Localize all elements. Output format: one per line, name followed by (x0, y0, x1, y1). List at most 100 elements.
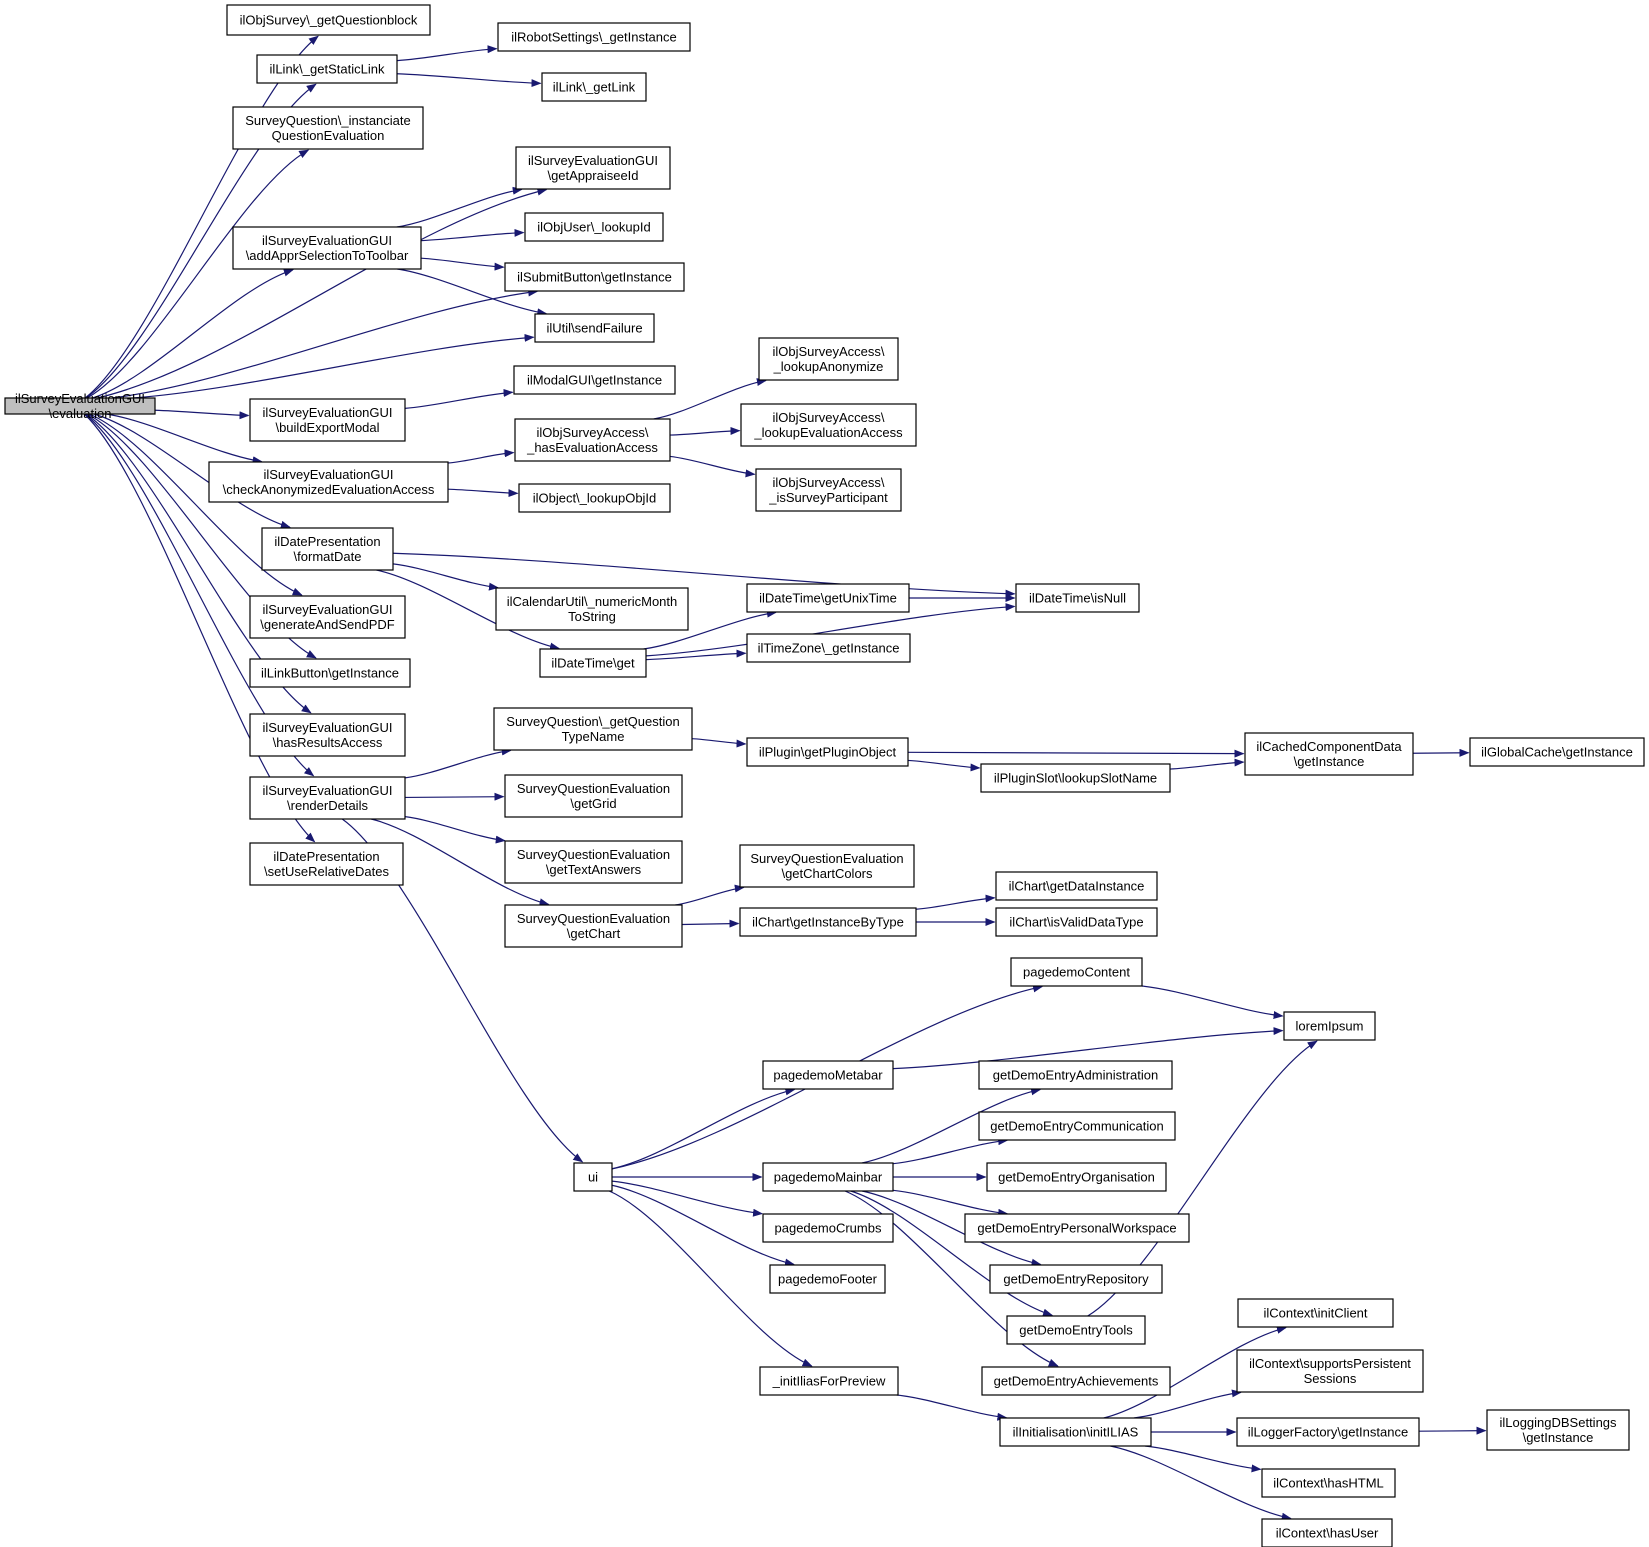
graph-node[interactable]: SurveyQuestionEvaluation\getChartColors (739, 844, 915, 888)
graph-node[interactable]: ilLoggingDBSettings\getInstance (1486, 1409, 1630, 1451)
graph-node[interactable]: ilUtil\sendFailure (534, 313, 655, 343)
graph-node[interactable]: pagedemoFooter (769, 1264, 886, 1294)
node-box (964, 1213, 1190, 1243)
graph-node[interactable]: ilChart\getInstanceByType (739, 907, 917, 937)
graph-node[interactable]: pagedemoContent (1010, 957, 1143, 987)
node-label: ilObjSurveyAccess\ (537, 425, 649, 440)
graph-node[interactable]: getDemoEntryAchievements (981, 1366, 1171, 1396)
node-label: SurveyQuestionEvaluation (750, 851, 903, 866)
node-label: ilLoggingDBSettings (1499, 1415, 1617, 1430)
graph-node[interactable]: pagedemoMetabar (762, 1060, 894, 1090)
edge-n47-n52 (611, 1184, 795, 1267)
graph-node[interactable]: ilLinkButton\getInstance (249, 658, 411, 688)
graph-node[interactable]: ilSurveyEvaluationGUI\renderDetails (249, 776, 406, 820)
graph-node[interactable]: ilCachedComponentData\getInstance (1244, 732, 1414, 776)
edge-n30-n32 (907, 759, 981, 772)
graph-node[interactable]: ilLink\_getStaticLink (256, 54, 398, 84)
graph-node[interactable]: ilPluginSlot\lookupSlotName (980, 763, 1171, 793)
graph-node[interactable]: pagedemoMainbar (762, 1162, 894, 1192)
node-box (504, 262, 685, 292)
graph-node[interactable]: ilLoggerFactory\getInstance (1236, 1417, 1420, 1447)
node-box (755, 468, 902, 512)
graph-node[interactable]: ilDateTime\getUnixTime (746, 583, 910, 613)
graph-node[interactable]: ilSurveyEvaluationGUI\hasResultsAccess (249, 713, 406, 757)
node-label: ilUtil\sendFailure (546, 321, 642, 336)
graph-node[interactable]: ilSurveyEvaluationGUI\addApprSelectionTo… (232, 226, 422, 270)
graph-node[interactable]: _initIliasForPreview (759, 1366, 899, 1396)
graph-node[interactable]: ilRobotSettings\_getInstance (497, 22, 691, 52)
node-label: SurveyQuestionEvaluation (517, 847, 670, 862)
graph-node[interactable]: ilContext\hasUser (1261, 1518, 1393, 1547)
graph-node[interactable]: ui (573, 1162, 613, 1192)
node-label: \getInstance (1523, 1430, 1594, 1445)
graph-node[interactable]: ilSurveyEvaluationGUI\generateAndSendPDF (249, 595, 406, 639)
graph-node[interactable]: ilObjSurveyAccess\_lookupAnonymize (758, 337, 899, 381)
graph-node[interactable]: SurveyQuestion\_instanciateQuestionEvalu… (232, 106, 424, 150)
graph-node[interactable]: ilContext\hasHTML (1261, 1468, 1396, 1498)
node-label: ilSubmitButton\getInstance (517, 270, 672, 285)
graph-node[interactable]: ilChart\getDataInstance (995, 871, 1158, 901)
graph-node[interactable]: ilSurveyEvaluationGUI\buildExportModal (249, 398, 406, 442)
node-label: getDemoEntryAdministration (993, 1068, 1158, 1083)
graph-node[interactable]: pagedemoCrumbs (762, 1213, 894, 1243)
edge-n48-n51 (892, 1189, 1009, 1217)
node-label: ilSurveyEvaluationGUI (263, 467, 393, 482)
node-label: TypeName (562, 729, 625, 744)
graph-node[interactable]: ilObjSurveyAccess\_isSurveyParticipant (755, 468, 902, 512)
node-label: ilSurveyEvaluationGUI (262, 405, 392, 420)
node-box (497, 22, 691, 52)
graph-node[interactable]: ilSurveyEvaluationGUI\getAppraiseeId (515, 146, 671, 190)
edge-n39-n37 (675, 884, 745, 906)
node-box (769, 1264, 886, 1294)
graph-node[interactable]: ilChart\isValidDataType (995, 907, 1158, 937)
graph-node[interactable]: loremIpsum (1283, 1011, 1376, 1041)
graph-node[interactable]: getDemoEntryCommunication (978, 1111, 1176, 1141)
node-box (524, 212, 664, 242)
graph-node[interactable]: getDemoEntryOrganisation (986, 1162, 1167, 1192)
graph-node[interactable]: SurveyQuestionEvaluation\getChart (504, 904, 683, 948)
node-box (249, 713, 406, 757)
edge-n40-n38 (915, 894, 996, 910)
node-label: ilObject\_lookupObjId (533, 491, 657, 506)
graph-node[interactable]: ilObjSurvey\_getQuestionblock (226, 4, 431, 36)
graph-node[interactable]: ilGlobalCache\getInstance (1469, 737, 1645, 767)
graph-node[interactable]: ilLink\_getLink (541, 72, 647, 102)
graph-node[interactable]: ilModalGUI\getInstance (513, 365, 676, 395)
graph-node[interactable]: ilDateTime\isNull (1015, 583, 1140, 613)
node-label: ilDatePresentation (273, 849, 379, 864)
graph-node[interactable]: getDemoEntryTools (1006, 1315, 1146, 1345)
graph-node[interactable]: ilObjSurveyAccess\_lookupEvaluationAcces… (740, 403, 917, 447)
root-node[interactable]: ilSurveyEvaluationGUI\evaluation (4, 391, 156, 421)
edge-n14-n11 (653, 378, 767, 420)
graph-node[interactable]: ilTimeZone\_getInstance (746, 633, 911, 663)
graph-node[interactable]: ilObjSurveyAccess\_hasEvaluationAccess (514, 418, 671, 462)
node-label: ilChart\isValidDataType (1009, 915, 1143, 930)
graph-node[interactable]: ilContext\initClient (1237, 1298, 1394, 1328)
graph-node[interactable]: ilDatePresentation\formatDate (261, 527, 394, 571)
graph-node[interactable]: ilPlugin\getPluginObject (746, 737, 909, 767)
node-label: SurveyQuestionEvaluation (517, 911, 670, 926)
graph-node[interactable]: getDemoEntryPersonalWorkspace (964, 1213, 1190, 1243)
graph-node[interactable]: ilObjUser\_lookupId (524, 212, 664, 242)
graph-node[interactable]: getDemoEntryRepository (989, 1264, 1163, 1294)
graph-node[interactable]: ilDateTime\get (539, 648, 647, 678)
node-label: \getInstance (1294, 754, 1365, 769)
node-box (573, 1162, 613, 1192)
node-label: ilContext\hasUser (1276, 1526, 1379, 1541)
graph-node[interactable]: SurveyQuestionEvaluation\getTextAnswers (504, 840, 683, 884)
graph-node[interactable]: ilSubmitButton\getInstance (504, 262, 685, 292)
node-box (762, 1213, 894, 1243)
graph-node[interactable]: ilSurveyEvaluationGUI\checkAnonymizedEva… (208, 461, 449, 503)
node-label: ilObjSurveyAccess\ (773, 475, 885, 490)
graph-node[interactable]: ilObject\_lookupObjId (518, 483, 671, 513)
node-box (989, 1264, 1163, 1294)
graph-node[interactable]: getDemoEntryAdministration (978, 1060, 1173, 1090)
graph-node[interactable]: ilInitialisation\initILIAS (999, 1417, 1152, 1447)
node-box (232, 106, 424, 150)
node-box (1236, 1349, 1424, 1393)
graph-node[interactable]: ilDatePresentation\setUseRelativeDates (249, 842, 404, 886)
graph-node[interactable]: SurveyQuestionEvaluation\getGrid (504, 774, 683, 818)
